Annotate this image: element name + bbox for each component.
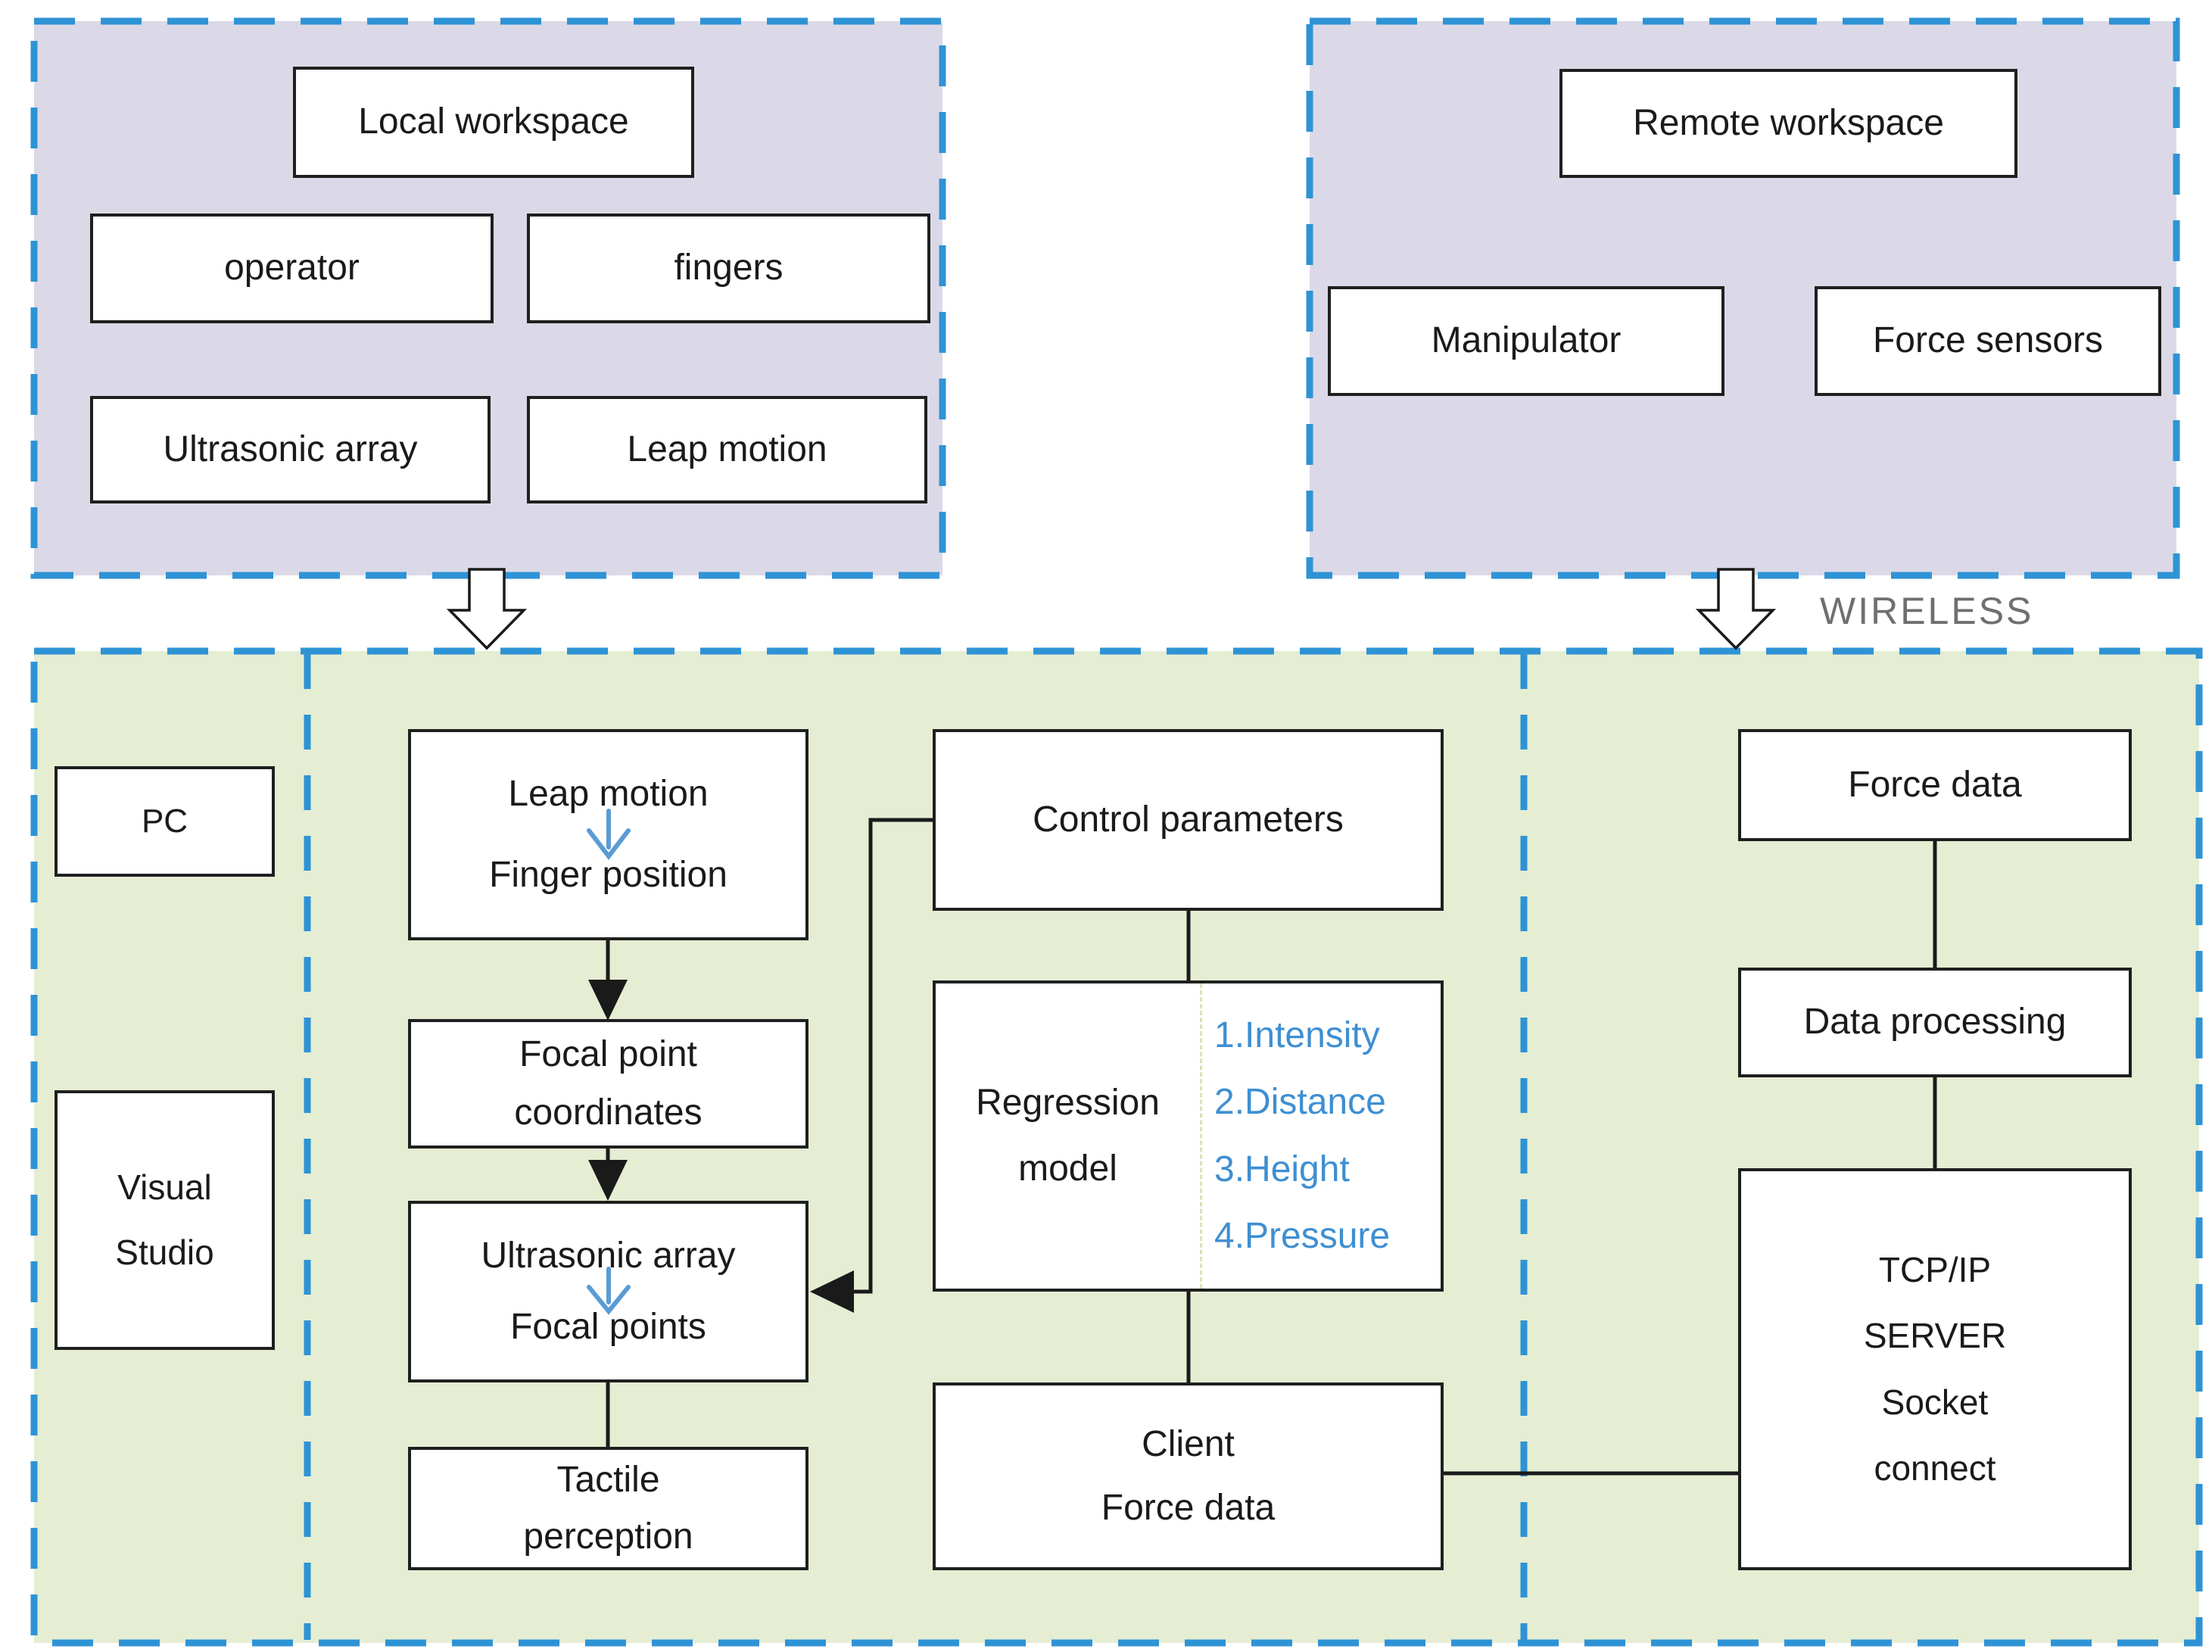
- control-parameters-box: Control parameters: [933, 729, 1444, 911]
- ultrasonic-array-label: Ultrasonic array: [163, 429, 418, 469]
- wireless-label: WIRELESS: [1820, 590, 2034, 632]
- tcp-line3: Socket: [1881, 1382, 1989, 1422]
- data-processing-box: Data processing: [1738, 968, 2132, 1077]
- force-data-box: Force data: [1738, 729, 2132, 841]
- tcp-line4: connect: [1874, 1448, 1996, 1488]
- tcp-line2: SERVER: [1863, 1316, 2007, 1356]
- tcp-server-socket-box: TCP/IP SERVER Socket connect: [1738, 1168, 2132, 1570]
- manipulator-label: Manipulator: [1431, 320, 1622, 361]
- arrowhead-control-to-ultrasonic: [810, 1270, 854, 1313]
- fingers-label: fingers: [674, 248, 784, 288]
- manipulator-box: Manipulator: [1328, 286, 1724, 396]
- down-arrow-icon: [586, 1267, 631, 1315]
- regression-param-height: 3.Height: [1214, 1149, 1350, 1189]
- regression-line2: model: [1018, 1148, 1117, 1189]
- connector-control-to-ultrasonic: [854, 818, 933, 1294]
- control-parameters-label: Control parameters: [1033, 799, 1344, 840]
- focal-point-coordinates-box: Focal point coordinates: [408, 1019, 808, 1149]
- leap-finger-line1: Leap motion: [508, 774, 709, 815]
- arrowhead-focal-to-ultrasonic: [588, 1160, 628, 1201]
- tactile-line2: perception: [523, 1516, 693, 1557]
- tactile-perception-box: Tactile perception: [408, 1447, 808, 1570]
- focal-point-line2: coordinates: [514, 1092, 703, 1133]
- remote-link-arrow-icon: [1695, 568, 1777, 650]
- client-line1: Client: [1142, 1424, 1235, 1464]
- tcp-line1: TCP/IP: [1878, 1249, 1992, 1289]
- force-sensors-box: Force sensors: [1815, 286, 2161, 396]
- ultrasonic-focal-points-box: Ultrasonic array Focal points: [408, 1201, 808, 1382]
- focal-point-line1: Focal point: [519, 1033, 697, 1074]
- down-arrow-icon: [586, 808, 631, 860]
- regression-parameter-list: 1.Intensity 2.Distance 3.Height 4.Pressu…: [1202, 983, 1441, 1289]
- visual-studio-box: Visual Studio: [55, 1090, 275, 1350]
- tactile-line1: Tactile: [556, 1460, 660, 1501]
- force-sensors-label: Force sensors: [1872, 320, 2104, 361]
- visual-studio-label-line2: Studio: [115, 1232, 214, 1272]
- visual-studio-label-line1: Visual: [117, 1167, 212, 1208]
- local-link-arrow-icon: [446, 568, 528, 650]
- leap-finger-line2: Finger position: [489, 854, 727, 895]
- ultrasonic-array-box: Ultrasonic array: [90, 396, 491, 503]
- remote-workspace-label: Remote workspace: [1633, 102, 1944, 143]
- local-workspace-title-box: Local workspace: [293, 67, 694, 178]
- pc-box: PC: [55, 766, 275, 877]
- operator-box: operator: [90, 214, 494, 323]
- pc-label: PC: [141, 803, 188, 840]
- regression-model-label-area: Regression model: [936, 983, 1202, 1289]
- ultrasonic-focal-line2: Focal points: [510, 1307, 706, 1347]
- leap-motion-label: Leap motion: [627, 429, 827, 469]
- regression-param-distance: 2.Distance: [1214, 1082, 1386, 1123]
- remote-workspace-title-box: Remote workspace: [1559, 69, 2017, 178]
- operator-label: operator: [224, 248, 360, 288]
- client-force-data-box: Client Force data: [933, 1382, 1444, 1570]
- regression-param-pressure: 4.Pressure: [1214, 1215, 1391, 1256]
- arrowhead-leap-to-focal: [588, 980, 628, 1021]
- leap-finger-position-box: Leap motion Finger position: [408, 729, 808, 940]
- fingers-box: fingers: [527, 214, 930, 323]
- regression-line1: Regression: [976, 1083, 1160, 1124]
- force-data-label: Force data: [1848, 764, 2022, 805]
- data-processing-label: Data processing: [1803, 1002, 2067, 1043]
- leap-motion-box: Leap motion: [527, 396, 927, 503]
- local-workspace-label: Local workspace: [358, 101, 629, 142]
- regression-model-box: Regression model 1.Intensity 2.Distance …: [933, 980, 1444, 1292]
- client-line2: Force data: [1101, 1488, 1276, 1528]
- regression-param-intensity: 1.Intensity: [1214, 1015, 1380, 1055]
